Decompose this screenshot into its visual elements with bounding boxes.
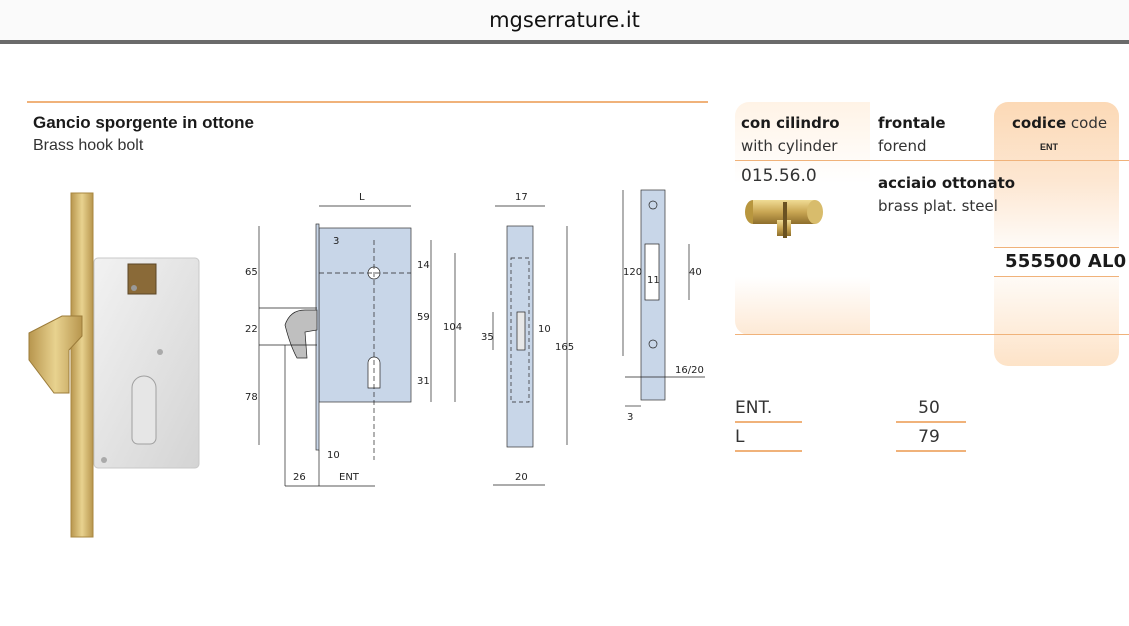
dim-10: 10 <box>327 450 340 461</box>
product-code: 555500 AL0 <box>1005 251 1127 272</box>
col-code-light: code <box>1070 114 1108 132</box>
dim-35: 35 <box>481 332 494 343</box>
product-subtitle: Brass hook bolt <box>33 137 144 154</box>
dim-14: 14 <box>417 260 430 271</box>
dim-value-l: 79 <box>918 427 940 447</box>
header-divider <box>735 160 1129 161</box>
col-forend-sub: forend <box>878 137 927 155</box>
col-code-ent: ENT <box>1040 142 1058 152</box>
dim-label-ent: ENT. <box>735 398 773 418</box>
dim-ENT: ENT <box>339 472 360 483</box>
dim-78: 78 <box>245 392 258 403</box>
technical-drawing: L 3 65 22 78 14 59 104 31 10 26 ENT 17 3… <box>245 189 705 487</box>
col-code-header: codice code <box>1012 114 1107 132</box>
material-it: acciaio ottonato <box>878 174 1016 192</box>
cylinder-image <box>745 200 823 238</box>
dim-31: 31 <box>417 376 430 387</box>
dim-label-l: L <box>735 427 745 447</box>
col-cylinder-header: con cilindro <box>741 114 840 132</box>
dim-40: 40 <box>689 267 702 278</box>
material-en: brass plat. steel <box>878 197 998 215</box>
dim-value-ent: 50 <box>918 398 940 418</box>
table-bottom-line <box>735 334 1129 335</box>
dim-underline <box>735 421 802 423</box>
dim-L: L <box>359 192 365 203</box>
code-cell <box>994 247 1119 277</box>
dim-16-20: 16/20 <box>675 365 704 376</box>
dim-11: 11 <box>647 275 660 286</box>
dim-65: 65 <box>245 267 258 278</box>
dim-20: 20 <box>515 472 528 483</box>
dim-underline <box>735 450 802 452</box>
col-forend-header: frontale <box>878 114 946 132</box>
col-cylinder-sub: with cylinder <box>741 137 838 155</box>
dim-26: 26 <box>293 472 306 483</box>
dim-3b: 3 <box>627 412 633 423</box>
dim-22: 22 <box>245 324 258 335</box>
code-column <box>994 102 1119 366</box>
cylinder-code: 015.56.0 <box>741 166 817 186</box>
dim-3: 3 <box>333 236 339 247</box>
dim-120: 120 <box>623 267 642 278</box>
dim-165: 165 <box>555 342 574 353</box>
dim-17: 17 <box>515 192 528 203</box>
dim-59: 59 <box>417 312 430 323</box>
product-title: Gancio sporgente in ottone <box>33 113 255 132</box>
dim-10b: 10 <box>538 324 551 335</box>
dim-underline <box>896 421 966 423</box>
dim-104: 104 <box>443 322 462 333</box>
site-title: mgserrature.it <box>489 8 640 32</box>
col-code-bold: codice <box>1012 114 1067 132</box>
site-header: mgserrature.it <box>0 0 1129 44</box>
dim-underline <box>896 450 966 452</box>
section-divider <box>27 101 708 103</box>
lock-photo <box>28 192 200 538</box>
